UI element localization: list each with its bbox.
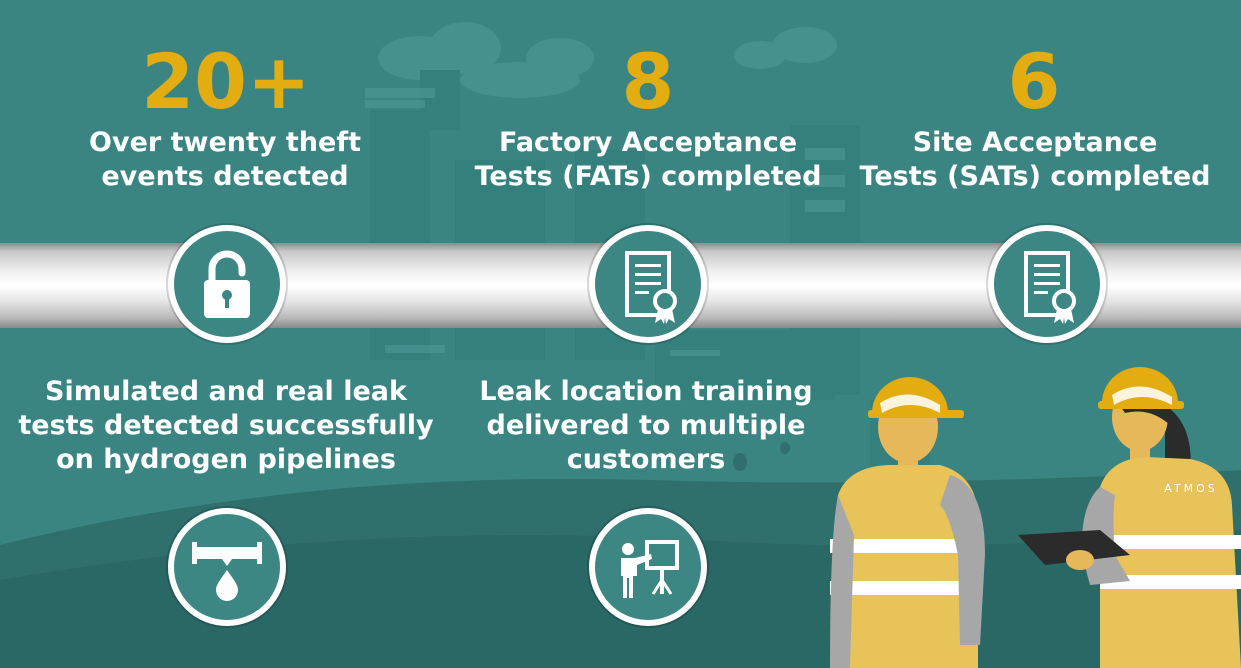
stat-text-line: Over twenty theft [89,127,361,158]
feature-text-line: tests detected successfully [18,410,434,441]
stat-number-fats: 8 [621,37,675,126]
presenter-icon-badge [589,508,707,626]
padlock-icon [204,250,250,318]
stat-text-theft-events: Over twenty theft events detected [60,126,390,194]
stat-text-line: events detected [101,161,349,192]
stat-text-line: Site Acceptance [912,127,1158,158]
stat-text-fats: Factory Acceptance Tests (FATs) complete… [460,126,836,194]
presenter-icon [621,540,679,598]
stat-text-line: Tests (FATs) completed [474,161,822,192]
certificate-icon [625,251,677,324]
feature-text-line: customers [566,444,726,475]
padlock-icon-badge [168,225,286,343]
vest-logo: ATMOS [1164,482,1218,495]
stat-text-line: Tests (SATs) completed [859,161,1211,192]
stat-number-theft-events: 20+ [141,37,311,126]
feature-text-line: Leak location training [479,376,813,407]
feature-text-line: on hydrogen pipelines [56,444,396,475]
pipe-leak-icon-badge [168,508,286,626]
feature-text-leak-tests: Simulated and real leak tests detected s… [14,375,438,477]
feature-text-training: Leak location training delivered to mult… [470,375,822,477]
certificate-icon [1024,251,1076,324]
worker-left [830,377,985,668]
workers-illustration [830,367,1241,668]
feature-text-line: delivered to multiple [486,410,806,441]
certificate-icon-badge [589,225,707,343]
stat-text-line: Factory Acceptance [498,127,798,158]
feature-text-line: Simulated and real leak [45,376,407,407]
certificate-icon-badge [988,225,1106,343]
stat-number-sats: 6 [1007,37,1061,126]
stat-text-sats: Site Acceptance Tests (SATs) completed [850,126,1220,194]
worker-right [1018,367,1241,668]
pipe-leak-icon [192,542,262,601]
